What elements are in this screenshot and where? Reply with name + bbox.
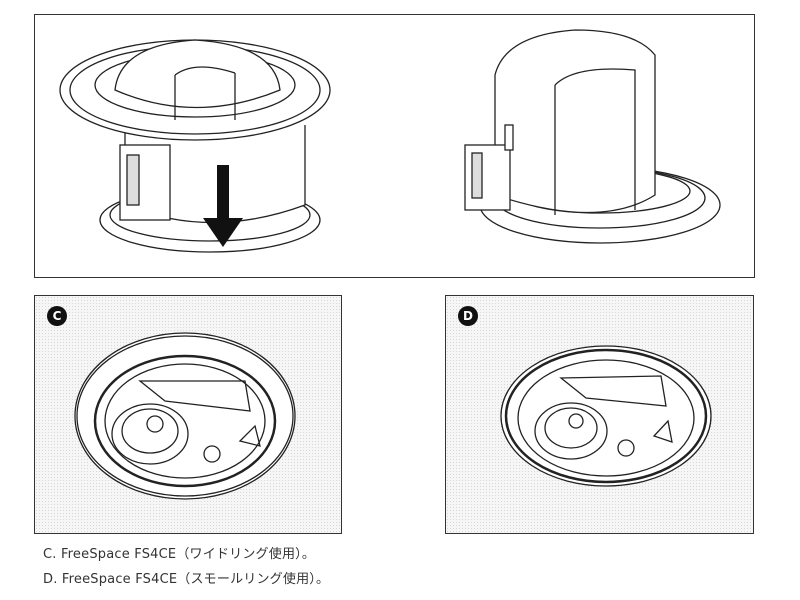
speaker-install-drawing xyxy=(59,29,721,253)
speaker-wide-ring-drawing xyxy=(74,332,296,500)
caption-c: C. FreeSpace FS4CE（ワイドリング使用）。 xyxy=(43,547,316,562)
caption-d: D. FreeSpace FS4CE（スモールリング使用）。 xyxy=(43,572,330,587)
panel-d: D xyxy=(445,295,754,534)
panel-c-badge: C xyxy=(47,306,67,326)
panel-c: C xyxy=(34,295,342,534)
speaker-small-ring-drawing xyxy=(500,345,712,487)
panel-d-badge: D xyxy=(458,306,478,326)
down-arrow-icon xyxy=(203,165,243,247)
installation-illustration-top xyxy=(34,14,755,278)
